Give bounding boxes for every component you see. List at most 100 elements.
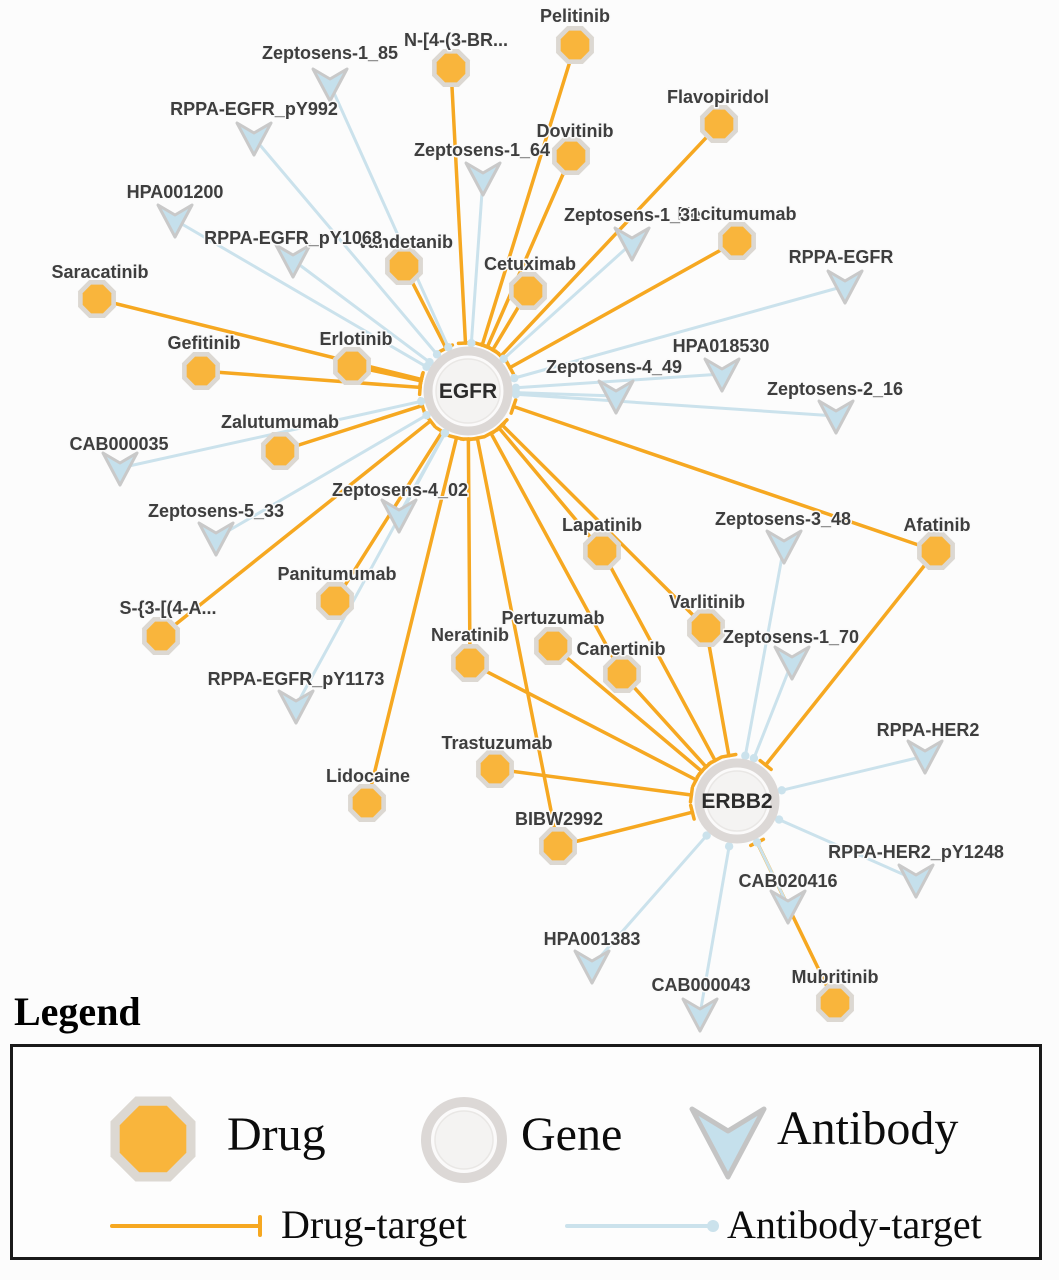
antibody-edge-dot — [499, 354, 508, 364]
antibody-label: CAB020416 — [738, 871, 837, 891]
drug-node[interactable] — [539, 827, 577, 865]
antibody-edge-dot — [741, 751, 750, 760]
drug-node[interactable] — [552, 137, 590, 175]
antibody-node[interactable] — [613, 226, 651, 262]
antibody-label: RPPA-EGFR — [789, 247, 894, 267]
drug-node[interactable] — [348, 784, 386, 822]
drug-node[interactable] — [476, 750, 514, 788]
drug-node[interactable] — [718, 222, 756, 260]
antibody-node[interactable] — [101, 451, 139, 487]
antibody-edge-dot — [724, 842, 734, 851]
antibody-node[interactable] — [464, 161, 502, 197]
antibody-target-edge — [328, 82, 450, 349]
legend-antibody-label: Antibody — [777, 1102, 959, 1155]
drug-edge-tee — [448, 434, 466, 442]
antibody-node[interactable] — [156, 203, 194, 239]
drug-target-edge — [489, 431, 624, 676]
antibody-edge-dot — [432, 350, 442, 359]
drug-octagon — [587, 536, 617, 566]
antibody-node[interactable] — [769, 889, 807, 925]
drug-edge-tee — [484, 344, 501, 356]
antibody-node[interactable] — [380, 498, 418, 534]
drug-edge-tee — [504, 359, 516, 376]
drug-node[interactable] — [182, 352, 220, 390]
antibody-node[interactable] — [765, 529, 803, 565]
antibody-node[interactable] — [235, 121, 273, 157]
antibody-label: RPPA-HER2_pY1248 — [828, 842, 1004, 862]
drug-target-edge — [278, 403, 425, 453]
drug-target-edge — [551, 644, 704, 774]
drug-node[interactable] — [385, 247, 423, 285]
drug-octagon — [436, 53, 466, 83]
drug-label: Afatinib — [904, 515, 971, 535]
drug-target-edge — [497, 426, 604, 553]
drug-node[interactable] — [917, 532, 955, 570]
antibody-node[interactable] — [897, 863, 935, 899]
drug-edge-tee — [720, 752, 738, 759]
drug-node[interactable] — [78, 280, 116, 318]
antibody-chevron-icon — [689, 1106, 767, 1180]
antibody-node[interactable] — [703, 357, 741, 393]
drug-label: Necitumumab — [677, 204, 796, 224]
antibody-chevron — [464, 161, 502, 197]
antibody-target-edge — [777, 818, 918, 882]
antibody-node[interactable] — [681, 997, 719, 1033]
drug-node[interactable] — [432, 49, 470, 87]
antibody-node[interactable] — [826, 269, 864, 305]
drug-node[interactable] — [333, 347, 371, 385]
antibody-edge-dot — [777, 786, 786, 795]
legend-antibody-edge-icon — [565, 1220, 719, 1232]
antibody-edge-dot — [510, 373, 519, 383]
labels-layer: PelitinibN-[4-(3-BR...DovitinibFlavopiri… — [50, 5, 1005, 997]
drug-target-edge — [508, 239, 739, 370]
drug-node[interactable] — [700, 105, 738, 143]
antibody-target-edge — [590, 834, 709, 968]
drug-node[interactable] — [316, 582, 354, 620]
antibody-edge-dot — [749, 754, 759, 763]
antibody-label: Zeptosens-1_64 — [414, 140, 550, 160]
drug-octagon — [82, 284, 112, 314]
drug-octagon — [513, 276, 543, 306]
drug-node[interactable] — [816, 984, 854, 1022]
drug-label: Varlitinib — [669, 592, 745, 612]
drug-node[interactable] — [142, 617, 180, 655]
antibody-target-edge — [780, 754, 927, 792]
antibody-node[interactable] — [573, 949, 611, 985]
drug-node[interactable] — [583, 532, 621, 570]
antibody-label: Zeptosens-4_49 — [546, 357, 682, 377]
drug-node[interactable] — [451, 644, 489, 682]
antibody-node[interactable] — [597, 379, 635, 415]
antibody-chevron — [380, 498, 418, 534]
drug-edge-tee — [468, 434, 486, 442]
antibody-edge-dot — [444, 343, 453, 352]
network-canvas[interactable]: EGFR ERBB2PelitinibN-[4-(3-BR...Dovitinib… — [0, 0, 1059, 1040]
antibody-edge-dot — [440, 428, 450, 438]
drug-node[interactable] — [556, 26, 594, 64]
drug-node[interactable] — [509, 272, 547, 310]
drug-node[interactable] — [261, 432, 299, 470]
drug-node[interactable] — [687, 609, 725, 647]
gene-node-egfr[interactable]: EGFR — [423, 346, 513, 436]
antibody-label: Zeptosens-5_33 — [148, 501, 284, 521]
antibody-edge-dot — [422, 410, 431, 420]
gene-label: EGFR — [439, 380, 497, 403]
antibody-node[interactable] — [197, 521, 235, 557]
drug-node[interactable] — [603, 655, 641, 693]
antibody-node[interactable] — [773, 645, 811, 681]
antibody-node[interactable] — [311, 67, 349, 103]
antibody-node[interactable] — [906, 739, 944, 775]
antibody-label: HPA018530 — [673, 336, 770, 356]
legend-gene-icon — [421, 1097, 507, 1183]
gene-node-erbb2[interactable]: ERBB2 — [694, 758, 780, 844]
gene-inner-circle — [706, 770, 768, 832]
drug-octagon — [455, 648, 485, 678]
antibody-chevron — [235, 121, 273, 157]
antibody-node[interactable] — [817, 399, 855, 435]
antibody-edge-dot — [752, 838, 762, 847]
drug-node[interactable] — [534, 627, 572, 665]
drug-octagon — [607, 659, 637, 689]
drug-octagon — [265, 436, 295, 466]
antibody-node[interactable] — [277, 689, 315, 725]
drug-octagon — [543, 831, 573, 861]
antibody-node[interactable] — [274, 243, 312, 279]
